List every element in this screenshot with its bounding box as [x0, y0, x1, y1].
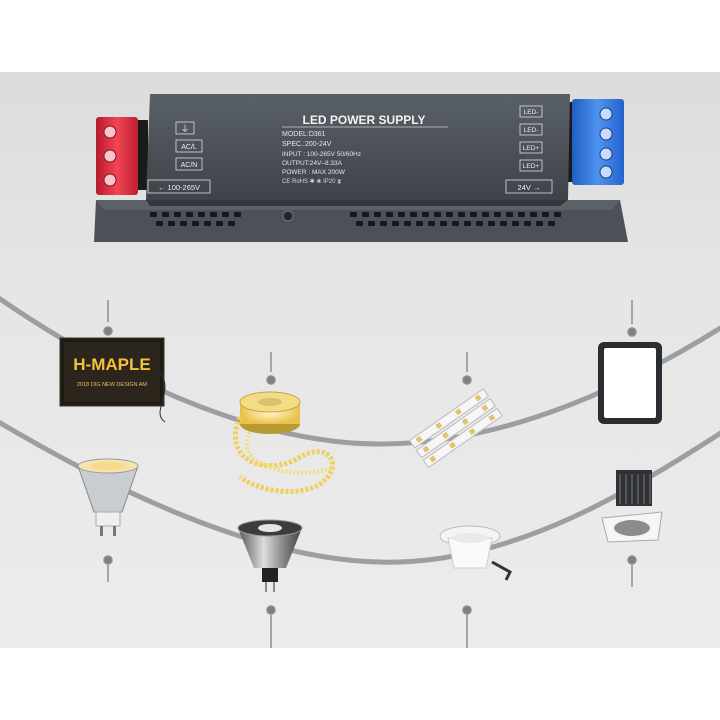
- ps-model: MODEL:D361: [282, 131, 326, 138]
- ps-power: POWER : MAX 200W: [282, 169, 346, 176]
- input-voltage-label: ← 100-265V: [158, 183, 200, 192]
- output-terminal-block: [568, 99, 624, 185]
- input-labels: [175, 121, 203, 171]
- ps-spec: SPEC.:200-24V: [282, 141, 332, 148]
- illustration: ⏚ AC/L AC/N LED- LED- LED+ LED+ LED POWE…: [0, 94, 720, 648]
- led-power-supply: ⏚ AC/L AC/N LED- LED- LED+ LED+ LED POWE…: [94, 94, 628, 242]
- led-neg-2: LED-: [524, 127, 539, 134]
- connector-markers: [103, 300, 637, 648]
- ac-n-label: AC/N: [181, 162, 198, 169]
- input-terminal-block: [96, 117, 148, 195]
- downlight-icon: [439, 525, 512, 581]
- ps-title: LED POWER SUPPLY: [303, 113, 426, 127]
- led-strip-reel-icon: [232, 391, 336, 494]
- led-neg-1: LED-: [524, 109, 539, 116]
- output-voltage-label: 24V →: [518, 183, 541, 192]
- led-pos-1: LED+: [523, 145, 540, 152]
- screw: [282, 210, 294, 222]
- mr16-bulb-icon: [237, 519, 303, 592]
- ps-certs: CE RoHS ✱ ❀ IP20 ⧗: [282, 178, 341, 185]
- ps-output: OUTPUT:24V–8.33A: [282, 160, 343, 167]
- spotlight-icon: [601, 470, 663, 543]
- led-module-icon: [408, 388, 503, 469]
- ps-input: INPUT : 100-265V 50/60Hz: [282, 151, 361, 158]
- tablet-display-icon: [598, 342, 662, 424]
- output-labels: [519, 105, 543, 172]
- ground-symbol: ⏚: [180, 124, 189, 134]
- ac-l-label: AC/L: [181, 144, 197, 151]
- sign-title: H-MAPLE: [73, 355, 150, 374]
- product-scene: ⏚ AC/L AC/N LED- LED- LED+ LED+ LED POWE…: [0, 72, 720, 648]
- sign-subtitle: 2018 DIG NEW DESIGN AM: [77, 382, 147, 388]
- led-sign-icon: H-MAPLE 2018 DIG NEW DESIGN AM: [59, 337, 166, 423]
- gu10-bulb-icon: [77, 458, 139, 536]
- vent-holes: [150, 212, 561, 226]
- led-pos-2: LED+: [523, 163, 540, 170]
